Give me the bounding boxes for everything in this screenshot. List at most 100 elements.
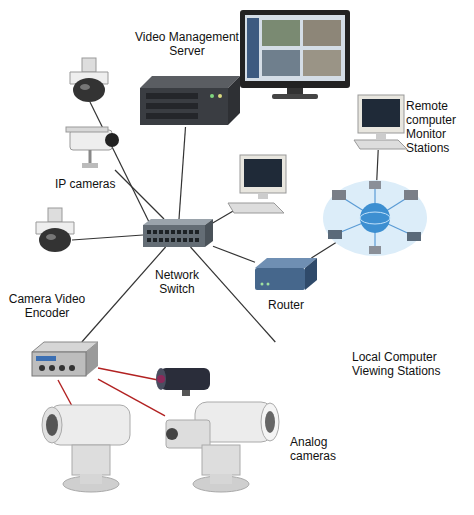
analog-camera-part — [156, 368, 166, 390]
server-icon-part — [140, 76, 240, 88]
box-camera-part — [66, 127, 108, 132]
computer-icon-part — [240, 155, 286, 193]
monitor-icon-part — [287, 88, 303, 94]
analog-camera-part — [202, 445, 240, 475]
network-link — [191, 247, 276, 342]
internet-cloud — [323, 180, 427, 256]
computer-icon-part — [376, 133, 386, 139]
analog-camera-part — [46, 414, 58, 436]
analog-camera-part — [182, 390, 190, 396]
router-icon-part — [261, 283, 264, 286]
switch-icon — [143, 219, 213, 247]
computer-icon-part — [362, 99, 400, 127]
router-icon-part — [267, 283, 270, 286]
network-link — [213, 246, 255, 262]
dome-camera-part — [48, 208, 62, 222]
analog-camera-part — [160, 368, 210, 390]
server-icon-part — [146, 113, 198, 119]
computer-icon — [228, 155, 286, 213]
internet-cloud-part — [369, 246, 381, 254]
monitor-icon-part — [272, 94, 318, 99]
device-node: IP cameras — [65, 125, 120, 170]
device-node: Analog cameras — [165, 400, 280, 495]
computer-icon-part — [244, 159, 282, 187]
analog-camera — [156, 368, 210, 396]
encoder-icon-part — [49, 365, 55, 371]
box-camera-part — [105, 133, 119, 147]
device-node: Network Switch — [143, 219, 213, 247]
device-label: Video Management Server — [129, 30, 245, 58]
analog-wire-part — [58, 380, 72, 406]
dome-camera-part — [82, 58, 96, 72]
monitor-icon-part — [262, 20, 300, 46]
monitor-icon-part — [303, 20, 341, 46]
router-icon — [255, 258, 317, 290]
computer-icon-part — [358, 95, 404, 133]
dome-camera-part — [39, 228, 71, 252]
encoder-icon-part — [69, 365, 75, 371]
internet-cloud-part — [328, 230, 342, 239]
internet-cloud-part — [404, 190, 418, 200]
network-link — [115, 170, 164, 219]
switch-icon-part — [147, 238, 201, 242]
internet-cloud-part — [360, 203, 390, 233]
server-icon-part — [146, 93, 198, 99]
device-label: Router — [261, 298, 311, 312]
switch-icon-part — [147, 230, 201, 234]
device-label: IP cameras — [55, 177, 125, 191]
network-link — [179, 127, 186, 219]
dome-camera-part — [73, 78, 105, 102]
internet-cloud-part — [323, 180, 427, 256]
internet-cloud-part — [407, 232, 421, 241]
analog-wire-part — [98, 368, 158, 380]
switch-icon-part — [143, 225, 205, 247]
encoder-icon-part — [32, 352, 86, 376]
analog-camera-part — [265, 411, 275, 433]
analog-camera-part — [166, 428, 178, 440]
computer-icon-part — [354, 140, 407, 149]
device-label: Remote computer Monitor Stations — [406, 99, 470, 155]
monitor-icon — [240, 10, 350, 99]
analog-camera — [42, 405, 130, 492]
server-icon-part — [210, 94, 214, 98]
analog-camera-part — [72, 445, 110, 475]
computer-icon-part — [228, 203, 284, 213]
computer-icon-part — [258, 193, 268, 199]
encoder-icon — [32, 342, 98, 376]
server-icon — [140, 76, 240, 125]
encoder-icon-part — [59, 365, 65, 371]
server-icon-part — [228, 76, 240, 125]
server-icon-part — [146, 103, 198, 109]
device-node: Local Computer Viewing Stations — [268, 342, 338, 404]
box-camera-part — [89, 150, 92, 163]
monitor-icon-part — [240, 10, 350, 88]
dome-camera — [70, 58, 108, 102]
encoder-icon-part — [39, 365, 45, 371]
analog-camera-part — [80, 474, 102, 484]
server-icon-part — [218, 94, 222, 98]
device-label: Camera Video Encoder — [5, 292, 89, 320]
device-label: Local Computer Viewing Stations — [352, 350, 464, 378]
switch-icon-part — [205, 219, 213, 247]
computer-icon — [354, 95, 407, 149]
dome-camera — [36, 208, 74, 252]
device-label: Analog cameras — [290, 435, 352, 463]
monitor-icon-part — [303, 50, 341, 76]
analog-camera — [166, 402, 279, 492]
dome-camera-part — [46, 234, 56, 240]
encoder-icon-part — [36, 356, 56, 361]
analog-camera-part — [210, 474, 232, 484]
dome-camera-part — [80, 84, 90, 90]
monitor-icon-part — [262, 50, 300, 76]
device-node: Video Management Server — [140, 72, 235, 127]
monitor-icon-part — [247, 18, 259, 78]
router-icon-part — [255, 268, 305, 290]
internet-cloud-part — [336, 186, 414, 248]
switch-icon-part — [143, 219, 213, 225]
analog-camera-part — [157, 375, 165, 383]
box-camera-part — [82, 163, 98, 168]
monitor-icon-part — [245, 15, 345, 81]
analog-camera-part — [166, 420, 210, 448]
